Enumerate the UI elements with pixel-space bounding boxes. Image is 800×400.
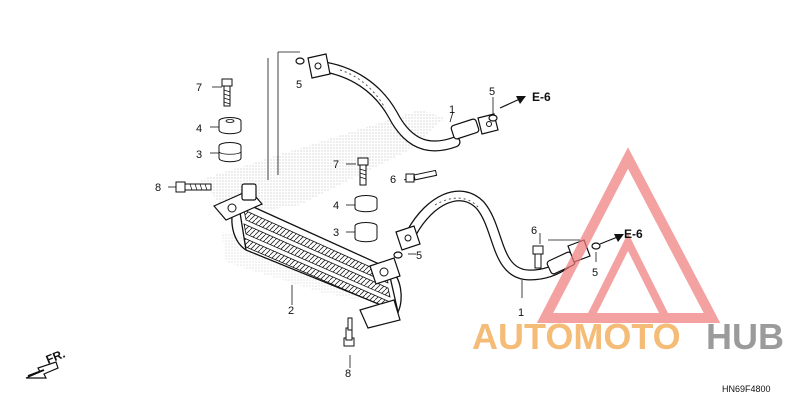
callout-5-middle: 5 [416,250,422,262]
rubber-collar-4-middle [354,195,378,213]
callout-8-bottom: 8 [345,368,351,380]
bolt-8-left [175,181,212,193]
callout-7-middle: 7 [333,159,339,171]
oil-cooler-hose-upper [307,53,499,152]
bolt-6-right [532,245,544,269]
ref-arrow-upper [499,96,526,109]
dotted-shading-upper [200,110,445,215]
callout-5-upper-right: 5 [489,86,495,98]
callout-3-middle: 3 [333,227,339,239]
ref-arrow-lower [599,234,624,245]
callout-6-right: 6 [531,225,537,237]
callout-4-middle: 4 [333,200,339,212]
callout-5-right: 5 [592,267,598,279]
bolt-7-left [221,78,233,107]
ref-label-lower: E-6 [624,227,643,241]
front-direction-label: FR. [44,347,67,367]
rubber-collar-4-left [218,117,242,135]
watermark-text-primary: AUTOMOTO [472,316,681,357]
bolt-6-middle [405,169,438,183]
oil-cooler-hose-lower [395,190,591,281]
washer-5-right [591,242,601,250]
callout-1-upper: 1 [449,104,455,116]
watermark-text-secondary: HUB [706,316,784,357]
oil-cooler [213,183,402,329]
callout-6-middle: 6 [390,174,396,186]
callout-4-left: 4 [196,123,202,135]
part-code: HN69F4800 [722,384,771,394]
washer-5-top [295,57,305,65]
watermark-logo-icon [536,147,721,323]
bolt-8-bottom [343,317,355,347]
callout-5-top: 5 [296,79,302,91]
callout-8-left: 8 [155,182,161,194]
grommet-3-left [218,142,242,163]
callout-2: 2 [288,305,294,317]
callout-7-left: 7 [196,82,202,94]
ref-label-upper: E-6 [532,90,551,104]
grommet-3-middle [354,222,378,243]
callout-1-lower: 1 [518,307,524,319]
callout-3-left: 3 [196,149,202,161]
bolt-7-middle [357,157,369,186]
washer-5-upper-right [488,114,498,122]
washer-5-middle [393,251,403,259]
front-direction-arrow-icon [25,361,59,379]
